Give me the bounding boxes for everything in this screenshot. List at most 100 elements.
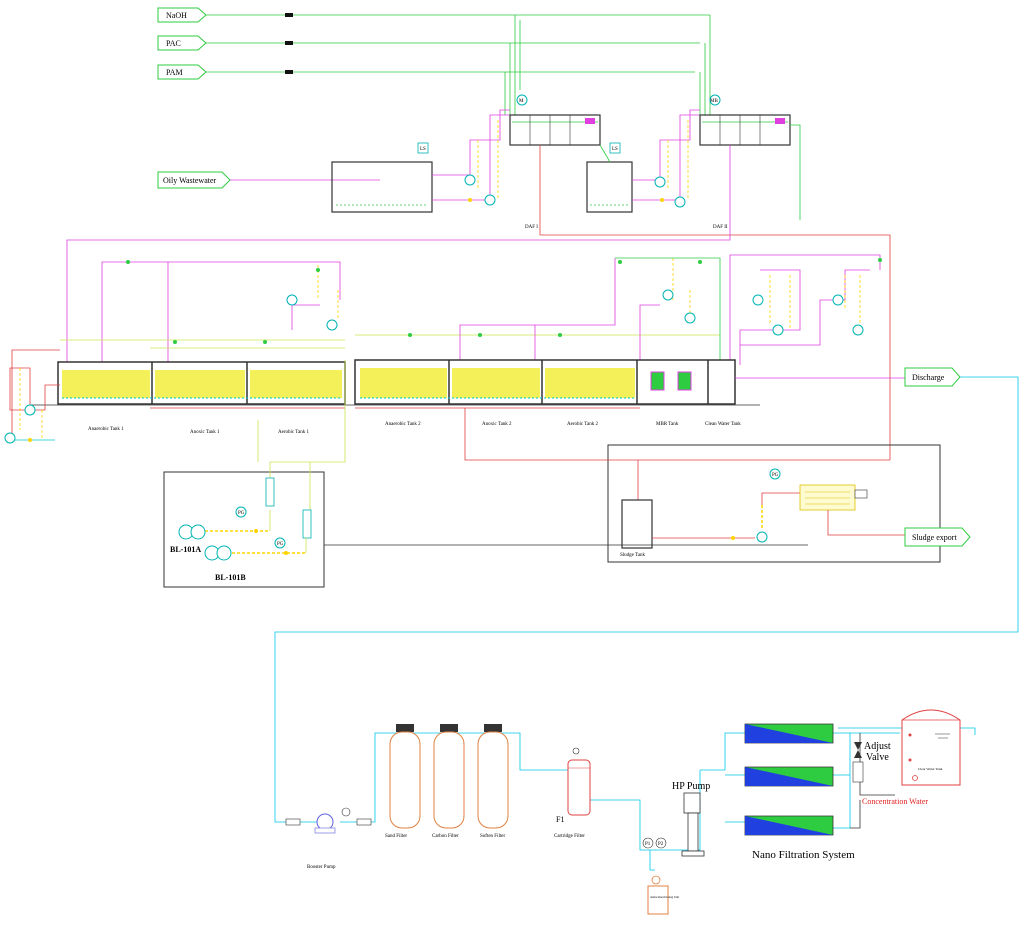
air-filter-icon (265, 477, 275, 507)
bio-piping (60, 254, 881, 365)
svg-text:Concentration Water: Concentration Water (862, 797, 928, 806)
pump-icon (654, 176, 666, 188)
flow-meter-icon (516, 94, 528, 106)
pump-icon (4, 432, 16, 444)
svg-text:Cartridge Filter: Cartridge Filter (554, 834, 585, 839)
pump-icon (662, 289, 674, 301)
pump-icon (326, 319, 338, 331)
pump-icon (674, 196, 686, 208)
booster-pump: Booster Pump (285, 807, 372, 870)
nf-system-title: Nano Filtration System (752, 849, 855, 861)
pump-icon (852, 324, 864, 336)
valve-icon (285, 41, 293, 45)
svg-text:BL-101B: BL-101B (215, 573, 246, 582)
media-filters: Sand Filter Carbon Filter Soften Filter (385, 724, 509, 839)
svg-text:Booster Pump: Booster Pump (307, 865, 336, 870)
svg-text:Discharge: Discharge (912, 373, 945, 382)
level-switch-icon (417, 142, 429, 154)
valve-markers (28, 198, 735, 555)
nf-membranes (744, 723, 834, 836)
svg-text:PG: PG (277, 542, 284, 547)
inlet-arrow: Oily Wastewater (157, 171, 231, 189)
pump-icon (484, 194, 496, 206)
pump-icon (24, 404, 36, 416)
svg-text:LS: LS (612, 147, 618, 152)
svg-text:HP Pump: HP Pump (672, 781, 710, 792)
svg-text:DAF I: DAF I (525, 225, 538, 230)
bio-tank-block-2 (354, 359, 736, 405)
nf-instruments: P1 P2 Antiscalant Dosing Unit (642, 837, 679, 915)
chemical-arrow-pam: PAM (157, 64, 207, 80)
pump-icon (684, 312, 696, 324)
blower-room: PG PG BL-101A BL-101B (163, 360, 346, 588)
svg-text:P2: P2 (658, 842, 664, 847)
svg-text:M: M (519, 99, 524, 104)
svg-text:MB: MB (710, 99, 718, 104)
clear-water-tank: Clear Water Tank (901, 709, 961, 786)
adjust-valve: Adjust Valve Concentration Water (852, 741, 928, 806)
valve-icon (285, 70, 293, 74)
air-filter-icon (302, 509, 312, 539)
sludge-area: PG Sludge Tank (464, 408, 941, 563)
valve-icon (285, 13, 293, 17)
pump-icon (832, 294, 844, 306)
pump-icon (752, 294, 764, 306)
bio-tank-labels: Anaerobic Tank 1 Anoxic Tank 1 Aerobic T… (88, 422, 741, 435)
intermediate-tank (586, 161, 633, 213)
level-switch-icon (609, 142, 621, 154)
chemical-label: PAM (166, 68, 183, 77)
pump-icon (286, 294, 298, 306)
pressure-gauge-icon (235, 506, 247, 518)
daf-2-unit: DAF II (699, 114, 791, 230)
svg-text:Clear Water Tank: Clear Water Tank (918, 767, 943, 771)
svg-text:Anoxic Tank 1: Anoxic Tank 1 (190, 430, 220, 435)
bio-tank-block-1 (57, 361, 346, 405)
svg-text:Anaerobic Tank 1: Anaerobic Tank 1 (88, 427, 124, 432)
blower-icon (216, 545, 232, 561)
svg-text:F1: F1 (556, 815, 564, 824)
svg-text:Clean Water Tank: Clean Water Tank (705, 422, 741, 427)
svg-text:Carbon Filter: Carbon Filter (432, 834, 459, 839)
svg-text:P1: P1 (645, 842, 651, 847)
svg-text:Anaerobic Tank 2: Anaerobic Tank 2 (385, 422, 421, 427)
svg-text:PG: PG (238, 511, 245, 516)
svg-text:LS: LS (420, 147, 426, 152)
svg-text:Sludge export: Sludge export (912, 533, 957, 542)
left-feed-loop (9, 349, 60, 441)
equalization-tank (331, 161, 433, 213)
chemical-label: PAC (166, 39, 181, 48)
svg-text:Antiscalant Dosing Unit: Antiscalant Dosing Unit (650, 895, 679, 899)
chemical-label: NaOH (166, 11, 187, 20)
chemical-arrow-pac: PAC (157, 35, 207, 51)
svg-text:PG: PG (772, 473, 779, 478)
pump-group-daf2 (632, 109, 700, 201)
svg-text:Sand Filter: Sand Filter (385, 834, 407, 839)
pressure-gauge-icon (274, 537, 286, 549)
svg-text:Anoxic Tank 2: Anoxic Tank 2 (482, 422, 512, 427)
pump-icon (756, 531, 768, 543)
chemical-arrow-naoh: NaOH (157, 7, 207, 23)
flow-meter-icon (709, 94, 721, 106)
daf-1-unit: DAF I (509, 114, 601, 230)
svg-text:Oily Wastewater: Oily Wastewater (163, 176, 217, 185)
pump-icon (772, 324, 784, 336)
pressure-gauge-icon (769, 468, 781, 480)
svg-text:BL-101A: BL-101A (170, 545, 201, 554)
sludge-export-arrow: Sludge export (904, 527, 971, 547)
svg-text:Soften Filter: Soften Filter (480, 834, 505, 839)
chemical-lines (205, 14, 711, 115)
svg-text:Sludge Tank: Sludge Tank (620, 553, 645, 558)
cartridge-filter: F1 Cartridge Filter (554, 747, 591, 839)
flow-markers (126, 258, 882, 344)
hp-pump: HP Pump (672, 781, 710, 857)
discharge-arrow: Discharge (904, 367, 961, 387)
svg-text:MBR Tank: MBR Tank (656, 422, 679, 427)
pump-group-daf1 (432, 109, 510, 201)
svg-text:Aerobic Tank 2: Aerobic Tank 2 (567, 422, 598, 427)
svg-text:Valve: Valve (866, 752, 889, 763)
svg-text:Aerobic Tank 1: Aerobic Tank 1 (278, 430, 309, 435)
pump-icon (464, 174, 476, 186)
blower-icon (190, 524, 206, 540)
